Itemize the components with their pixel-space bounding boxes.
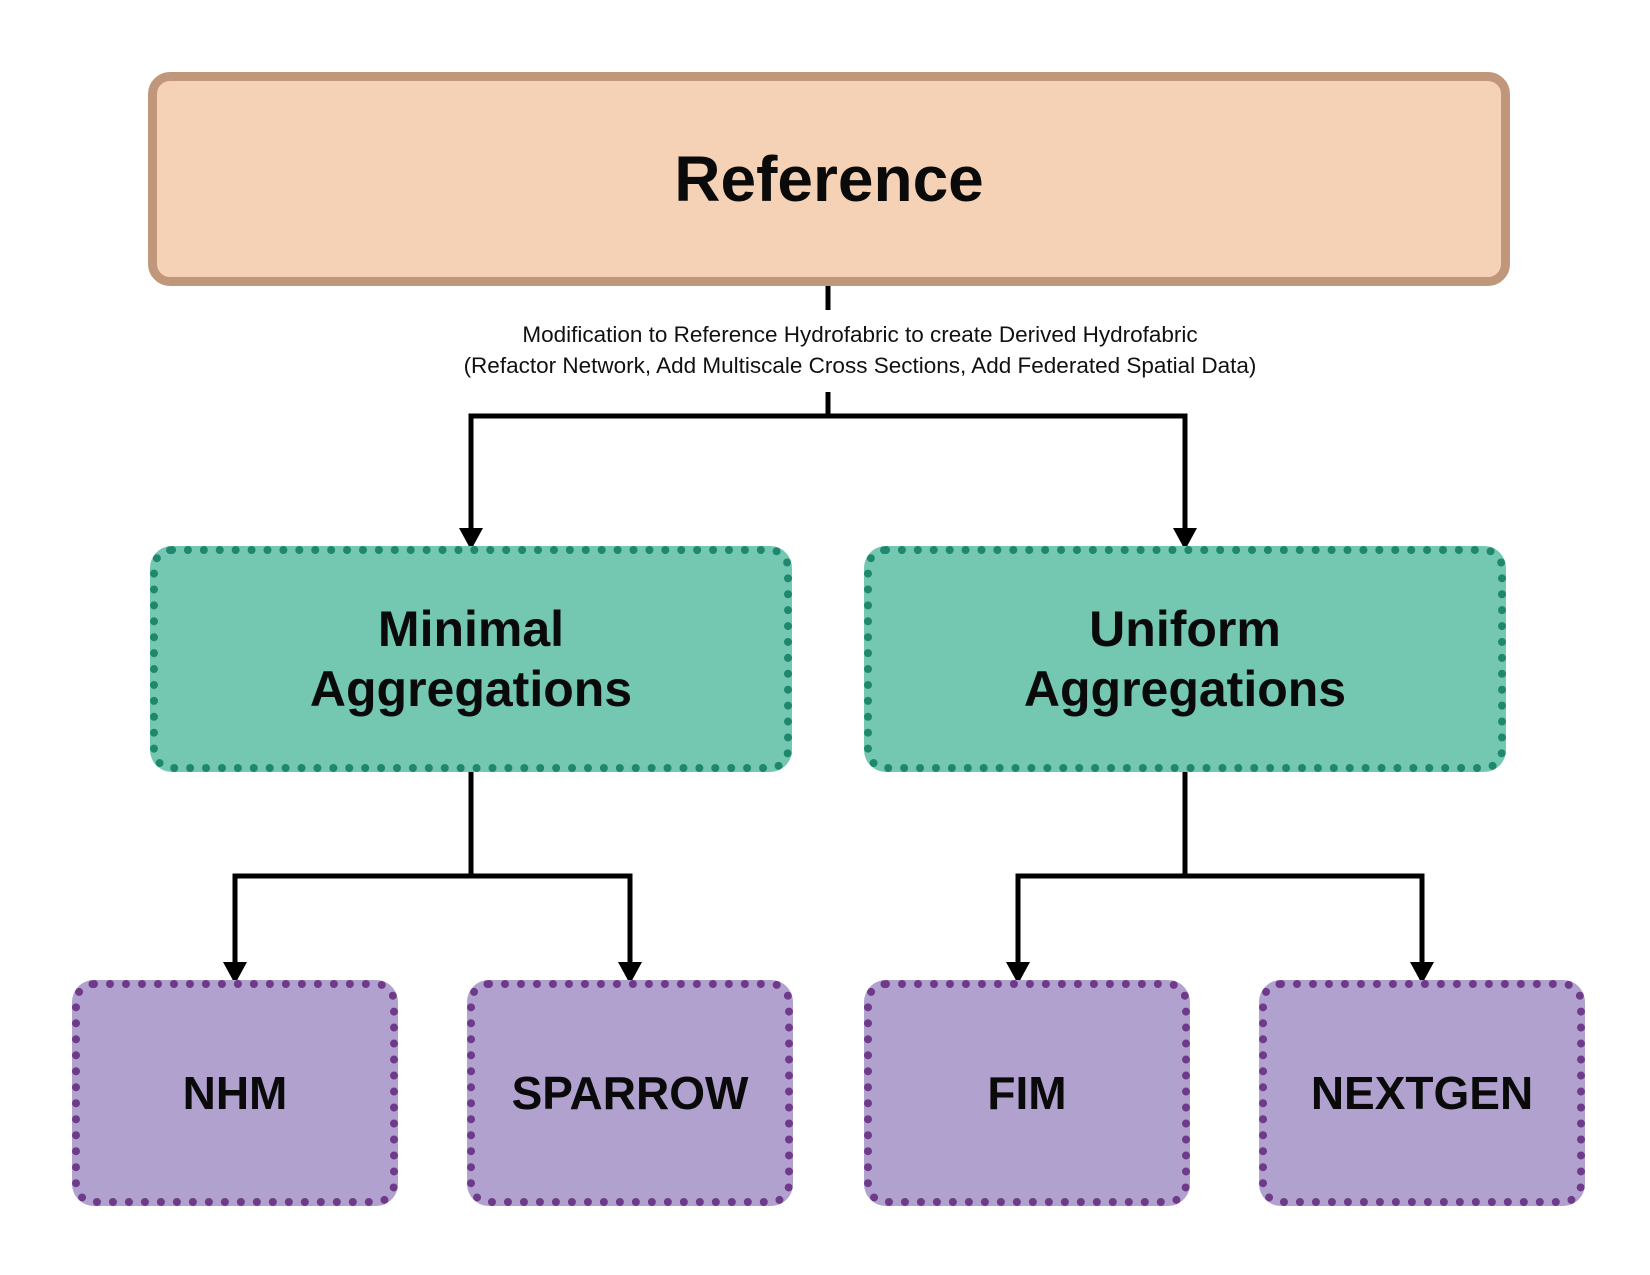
sparrow-label: SPARROW [511, 1067, 749, 1119]
sparrow-box: SPARROW [467, 980, 793, 1206]
uniform-aggregations-box: Uniform Aggregations [864, 546, 1506, 772]
connector-uniform-branches [1015, 873, 1425, 980]
connector-reference-branches [468, 413, 1188, 546]
connector-minimal-branches [232, 873, 633, 980]
modification-note-line2: (Refactor Network, Add Multiscale Cross … [463, 353, 1257, 378]
uniform-aggregations-label-line1: Uniform [1089, 601, 1281, 657]
nhm-label: NHM [182, 1067, 288, 1119]
reference-label: Reference [674, 143, 984, 215]
minimal-aggregations-box: Minimal Aggregations [150, 546, 792, 772]
uniform-aggregations-label-line2: Aggregations [1023, 661, 1347, 717]
arrowhead-sparrow [618, 962, 642, 984]
nhm-box: NHM [72, 980, 398, 1206]
nextgen-label: NEXTGEN [1310, 1067, 1534, 1119]
arrowhead-fim [1006, 962, 1030, 984]
minimal-aggregations-label-line1: Minimal [377, 601, 565, 657]
arrowhead-minimal [459, 528, 483, 550]
arrowhead-nhm [223, 962, 247, 984]
fim-label: FIM [987, 1067, 1067, 1119]
fim-box: FIM [864, 980, 1190, 1206]
arrowhead-uniform [1173, 528, 1197, 550]
reference-box: Reference [148, 72, 1510, 286]
nextgen-box: NEXTGEN [1259, 980, 1585, 1206]
modification-note: Modification to Reference Hydrofabric to… [300, 319, 1420, 381]
minimal-aggregations-label-line2: Aggregations [309, 661, 633, 717]
modification-note-line1: Modification to Reference Hydrofabric to… [522, 322, 1198, 347]
arrowhead-nextgen [1410, 962, 1434, 984]
